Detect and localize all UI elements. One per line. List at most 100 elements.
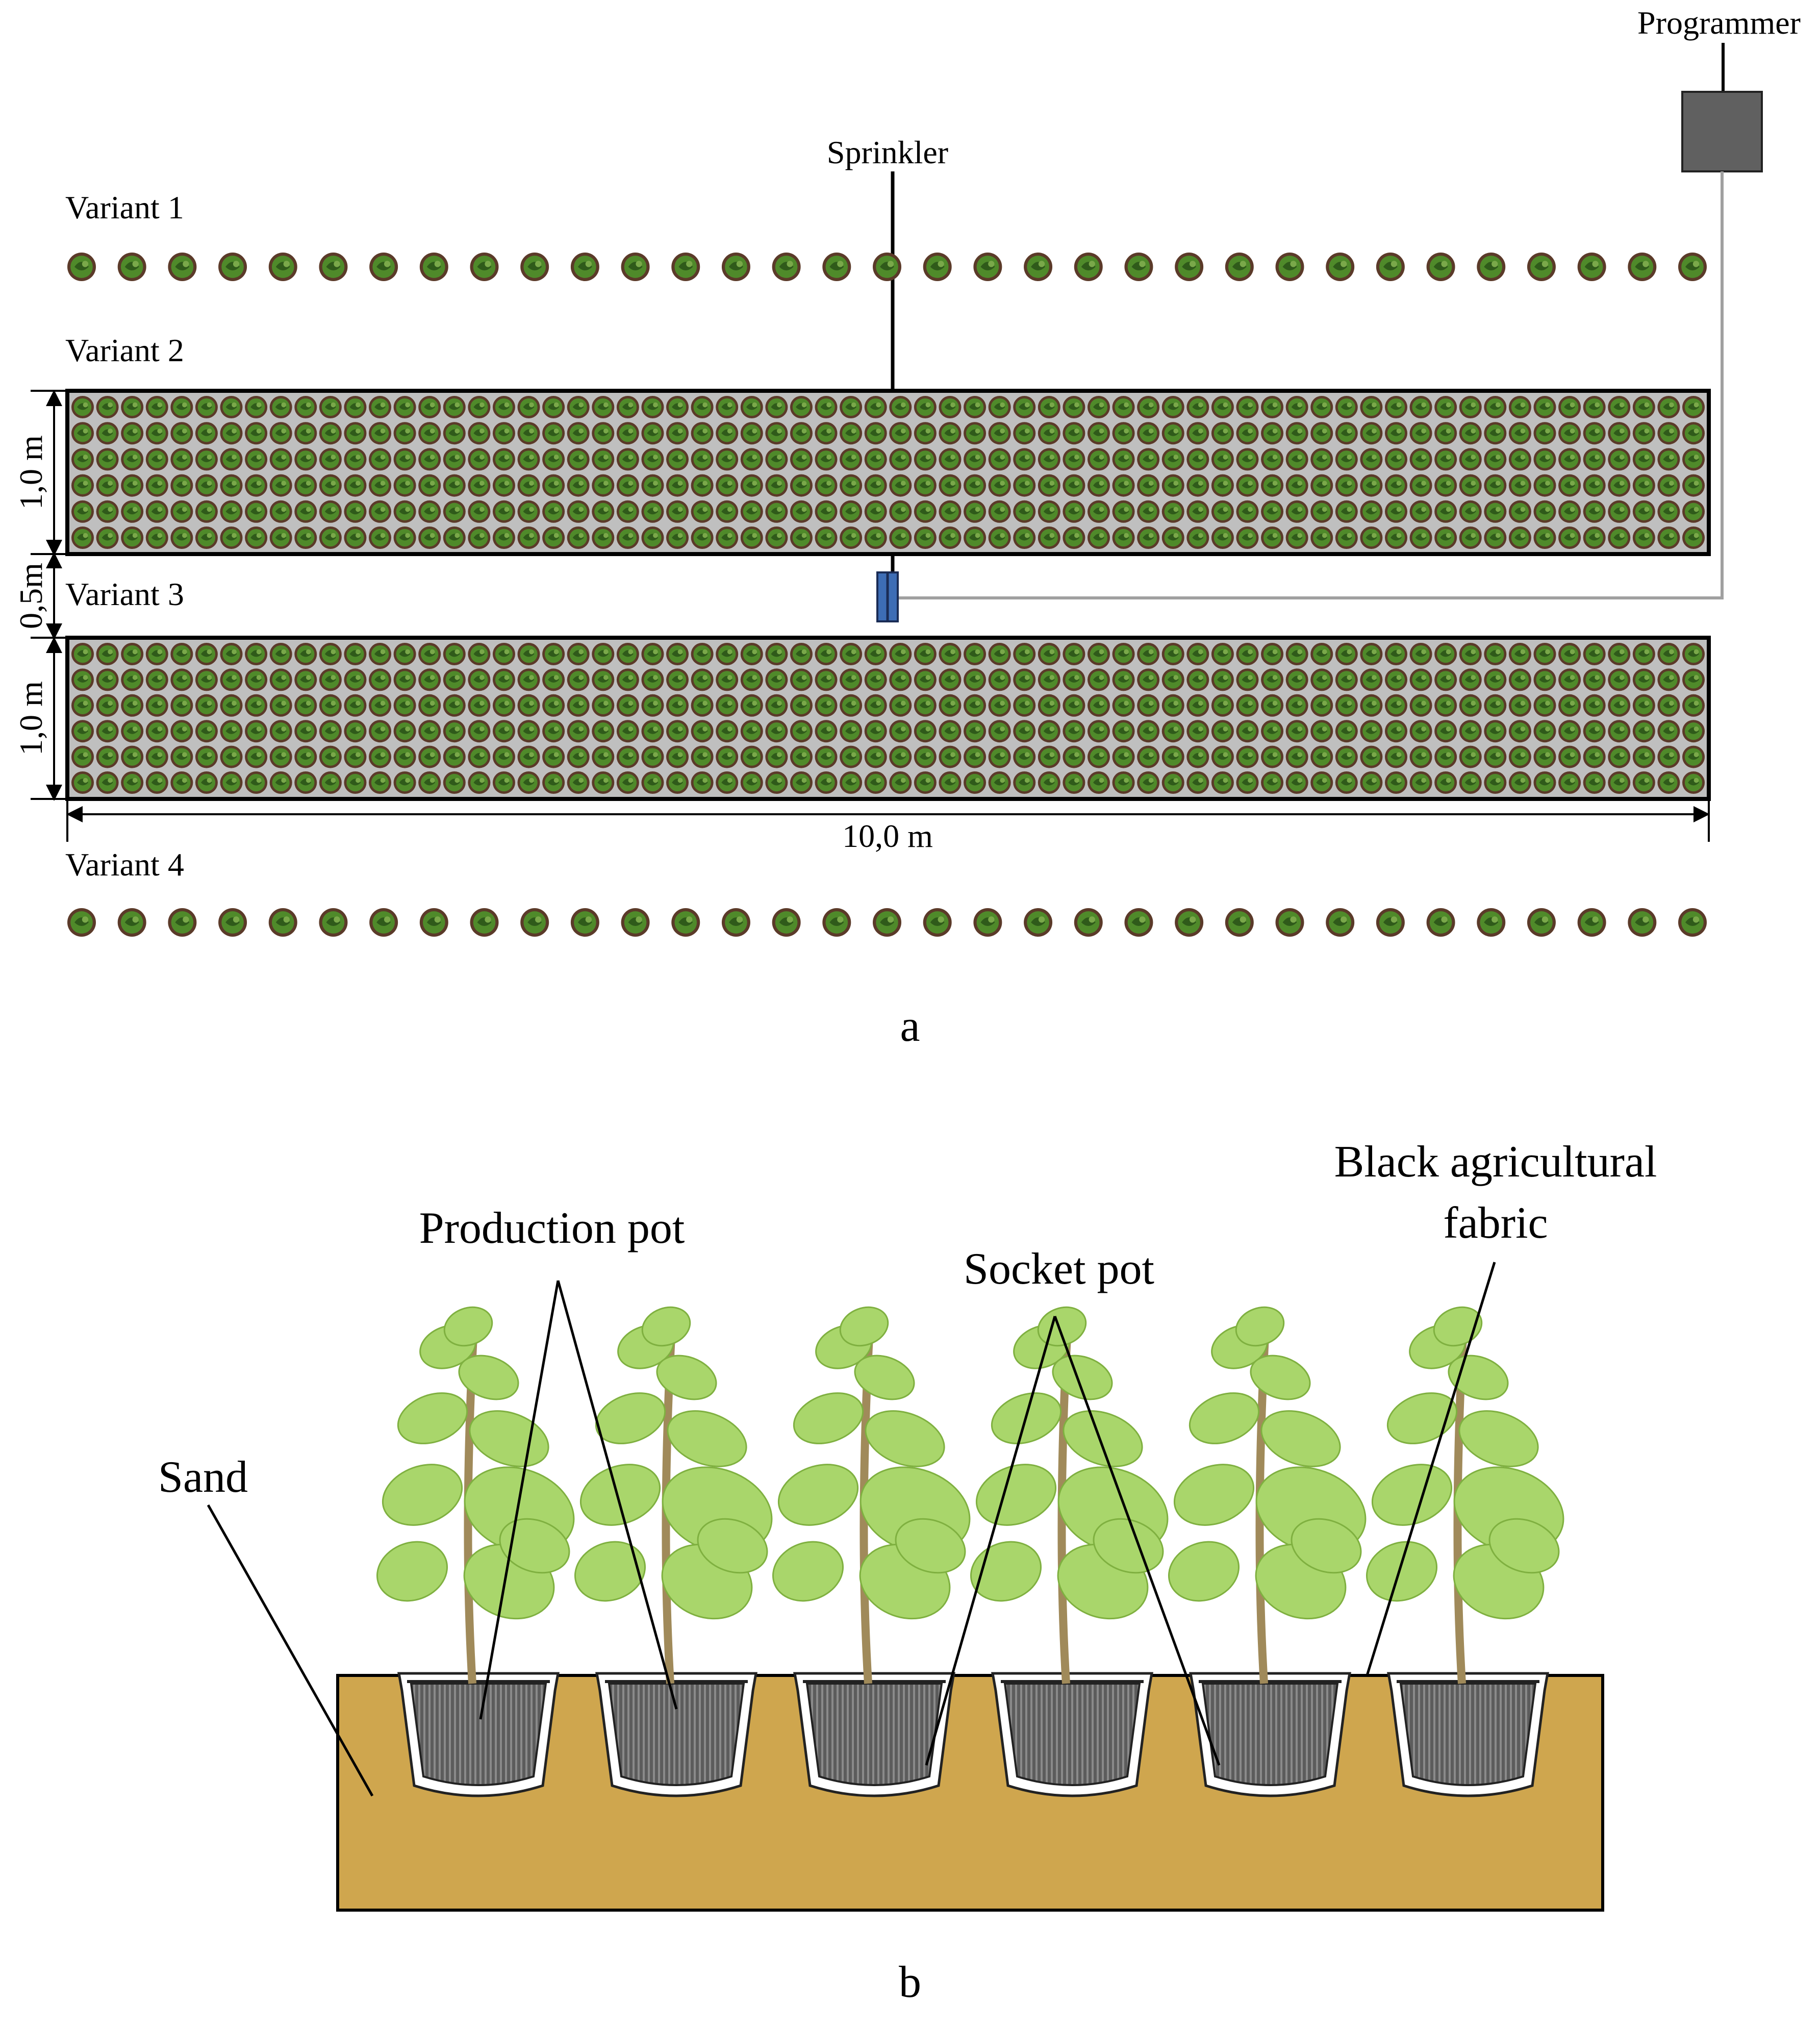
plant-pot [1360,527,1383,549]
plant-pot [815,720,838,743]
plant-pot [245,474,268,497]
plant-pot [369,527,392,549]
plant-pot [1632,422,1655,445]
plant-pot [245,422,268,445]
plant-pot [790,448,813,471]
plant-pot [319,253,348,281]
leaf [382,1464,463,1526]
plant-pot [740,771,763,794]
plant-pot [1285,474,1308,497]
plant-pot [1434,448,1457,471]
plant-pot [1087,668,1110,691]
plant-pot [964,720,987,743]
plant-pot [1310,668,1333,691]
plant-pot [1275,908,1304,937]
plant-pot [245,771,268,794]
plant-pot [592,448,615,471]
plant-pot [468,668,491,691]
pot-row [376,1306,1564,1797]
plant-pot [765,474,788,497]
plant-pot [418,771,441,794]
plant-pot [988,527,1011,549]
plant-pot [1335,474,1358,497]
plant-pot [1409,527,1432,549]
plant-pot [939,448,962,471]
plant-pot [269,694,292,717]
plant-pot [542,500,565,523]
plant-pot [1384,500,1407,523]
plant-pot [1087,500,1110,523]
plant-pot [96,720,119,743]
plant-pot [1186,643,1209,665]
plant-pot [691,474,714,497]
plant-pot [790,422,813,445]
plant-pot [1285,643,1308,665]
plant-pot [1236,668,1259,691]
plant-pot [145,527,168,549]
plant-pot [1533,668,1556,691]
plant-pot [71,771,94,794]
plant-pot [864,422,887,445]
plant-pot [1161,422,1184,445]
plant-pot [1137,500,1160,523]
plant-pot [1211,474,1234,497]
plant-pot [1459,745,1482,768]
plant-pot [492,720,515,743]
plant-pot [621,253,650,281]
plant-pot [170,745,193,768]
plant-pot [1384,771,1407,794]
leaf [1366,1541,1438,1602]
plant-pot [418,720,441,743]
plant-pot [864,396,887,418]
plant-pot [369,422,392,445]
plant-pot [616,668,639,691]
plant-pot [220,500,243,523]
plant-pot [1310,500,1333,523]
plant-pot [517,771,540,794]
plant-pot [294,643,317,665]
plant-pot [1335,694,1358,717]
plant-pot [1558,694,1581,717]
plant-pot [369,745,392,768]
plant-pot [393,643,416,665]
plant-pot [790,745,813,768]
plant-pot [443,720,466,743]
plant-pot [195,745,218,768]
plant-pot [790,694,813,717]
plant-pot [671,908,700,937]
plant-pot [1484,668,1507,691]
plant-pot [1211,668,1234,691]
plant-pot [520,253,549,281]
plant-pot [1360,745,1383,768]
plant-pot [666,720,689,743]
plant-pot [195,668,218,691]
plant-pot [1657,720,1680,743]
plant-pot [1261,720,1284,743]
plant-pot [1236,745,1259,768]
plant-pot [294,745,317,768]
plant-pot [393,448,416,471]
plant-pot [691,720,714,743]
plant-pot [1161,500,1184,523]
socket-pot-label: Socket pot [964,1244,1154,1294]
plant-pot [269,771,292,794]
plant-pot [1137,474,1160,497]
plant-pot [170,771,193,794]
dim-bed2-height-label: 1,0 m [13,435,49,510]
plant-pot [1112,745,1135,768]
plant-pot [840,527,863,549]
plant-pot [1583,745,1606,768]
plant-pot [988,694,1011,717]
plant-pot [914,422,937,445]
plant-pot [1558,745,1581,768]
plant-pot [71,500,94,523]
plant-pot [567,500,590,523]
plant-pot [740,720,763,743]
plant-pot [616,448,639,471]
plant-pot [1682,771,1705,794]
plant-pot [1335,500,1358,523]
plant-pot [71,527,94,549]
plant-pot [1074,908,1103,937]
plant-pot [914,694,937,717]
